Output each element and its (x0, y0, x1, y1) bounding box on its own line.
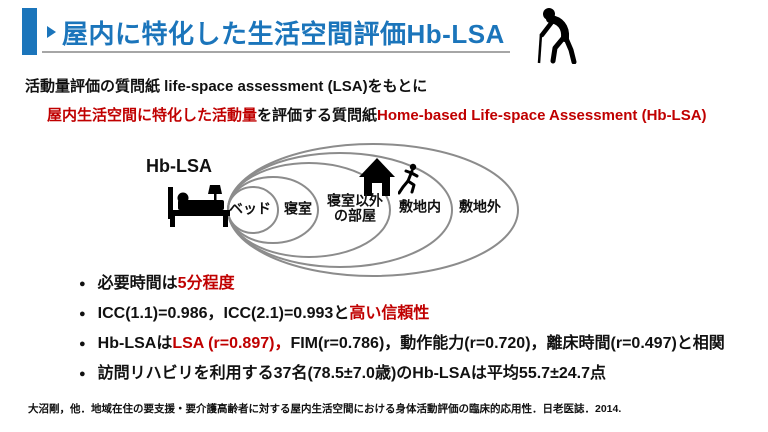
bullet-item: ● 必要時間は5分程度 (79, 274, 725, 294)
title-arrow-icon (47, 26, 56, 38)
bullet-item: ● 訪問リハビリを利用する37名(78.5±7.0歳)のHb-LSAは平均55.… (79, 364, 725, 384)
zone-label-bedroom: 寝室 (284, 200, 312, 217)
intro-line-1: 活動量評価の質問紙 life-space assessment (LSA)をもと… (25, 75, 427, 96)
page-title: 屋内に特化した生活空間評価Hb-LSA (62, 19, 505, 49)
title-underline (42, 51, 510, 53)
bullet-text: ICC(1.1)=0.986，ICC(2.1)=0.993と高い信頼性 (97, 305, 430, 322)
intro-line2-segment: を評価する質問紙 (257, 107, 378, 124)
elderly-person-with-cane-icon (537, 8, 577, 64)
diagram-title: Hb-LSA (146, 156, 212, 176)
zone-label-other-rooms: 寝室以外 の部屋 (327, 192, 383, 224)
citation: 大沼剛，他．地域在住の要支援・要介護高齢者に対する屋内生活空間における身体活動評… (28, 403, 622, 415)
bed-icon (168, 185, 230, 227)
title-accent-bar (22, 8, 37, 55)
bullet-text: 必要時間は5分程度 (97, 275, 235, 292)
intro-line2-segment: Home-based Life-space Assessment (Hb-LSA… (377, 107, 707, 124)
house-icon (359, 158, 395, 196)
bullet-item: ● Hb-LSAはLSA (r=0.897)，FIM(r=0.786)，動作能力… (79, 334, 725, 354)
bullet-dot-icon: ● (79, 368, 86, 380)
zone-label-on-premises: 敷地内 (399, 198, 441, 215)
bullet-dot-icon: ● (79, 308, 86, 320)
bullet-text: 訪問リハビリを利用する37名(78.5±7.0歳)のHb-LSAは平均55.7±… (97, 365, 606, 382)
running-person-icon (398, 163, 419, 195)
bullet-dot-icon: ● (79, 278, 86, 290)
intro-line2-segment: 屋内生活空間に特化した活動量 (47, 107, 258, 124)
zone-label-bed: ベッド (229, 200, 271, 217)
intro-line-2: 屋内生活空間に特化した活動量を評価する質問紙Home-based Life-sp… (47, 104, 707, 125)
zone-label-off-premises: 敷地外 (459, 198, 501, 215)
bullet-list: ● 必要時間は5分程度 ● ICC(1.1)=0.986，ICC(2.1)=0.… (79, 274, 725, 394)
bullet-dot-icon: ● (79, 338, 86, 350)
bullet-text: Hb-LSAはLSA (r=0.897)，FIM(r=0.786)，動作能力(r… (97, 335, 725, 352)
bullet-item: ● ICC(1.1)=0.986，ICC(2.1)=0.993と高い信頼性 (79, 304, 725, 324)
intro-line1-text: 活動量評価の質問紙 life-space assessment (LSA)をもと… (25, 78, 428, 95)
